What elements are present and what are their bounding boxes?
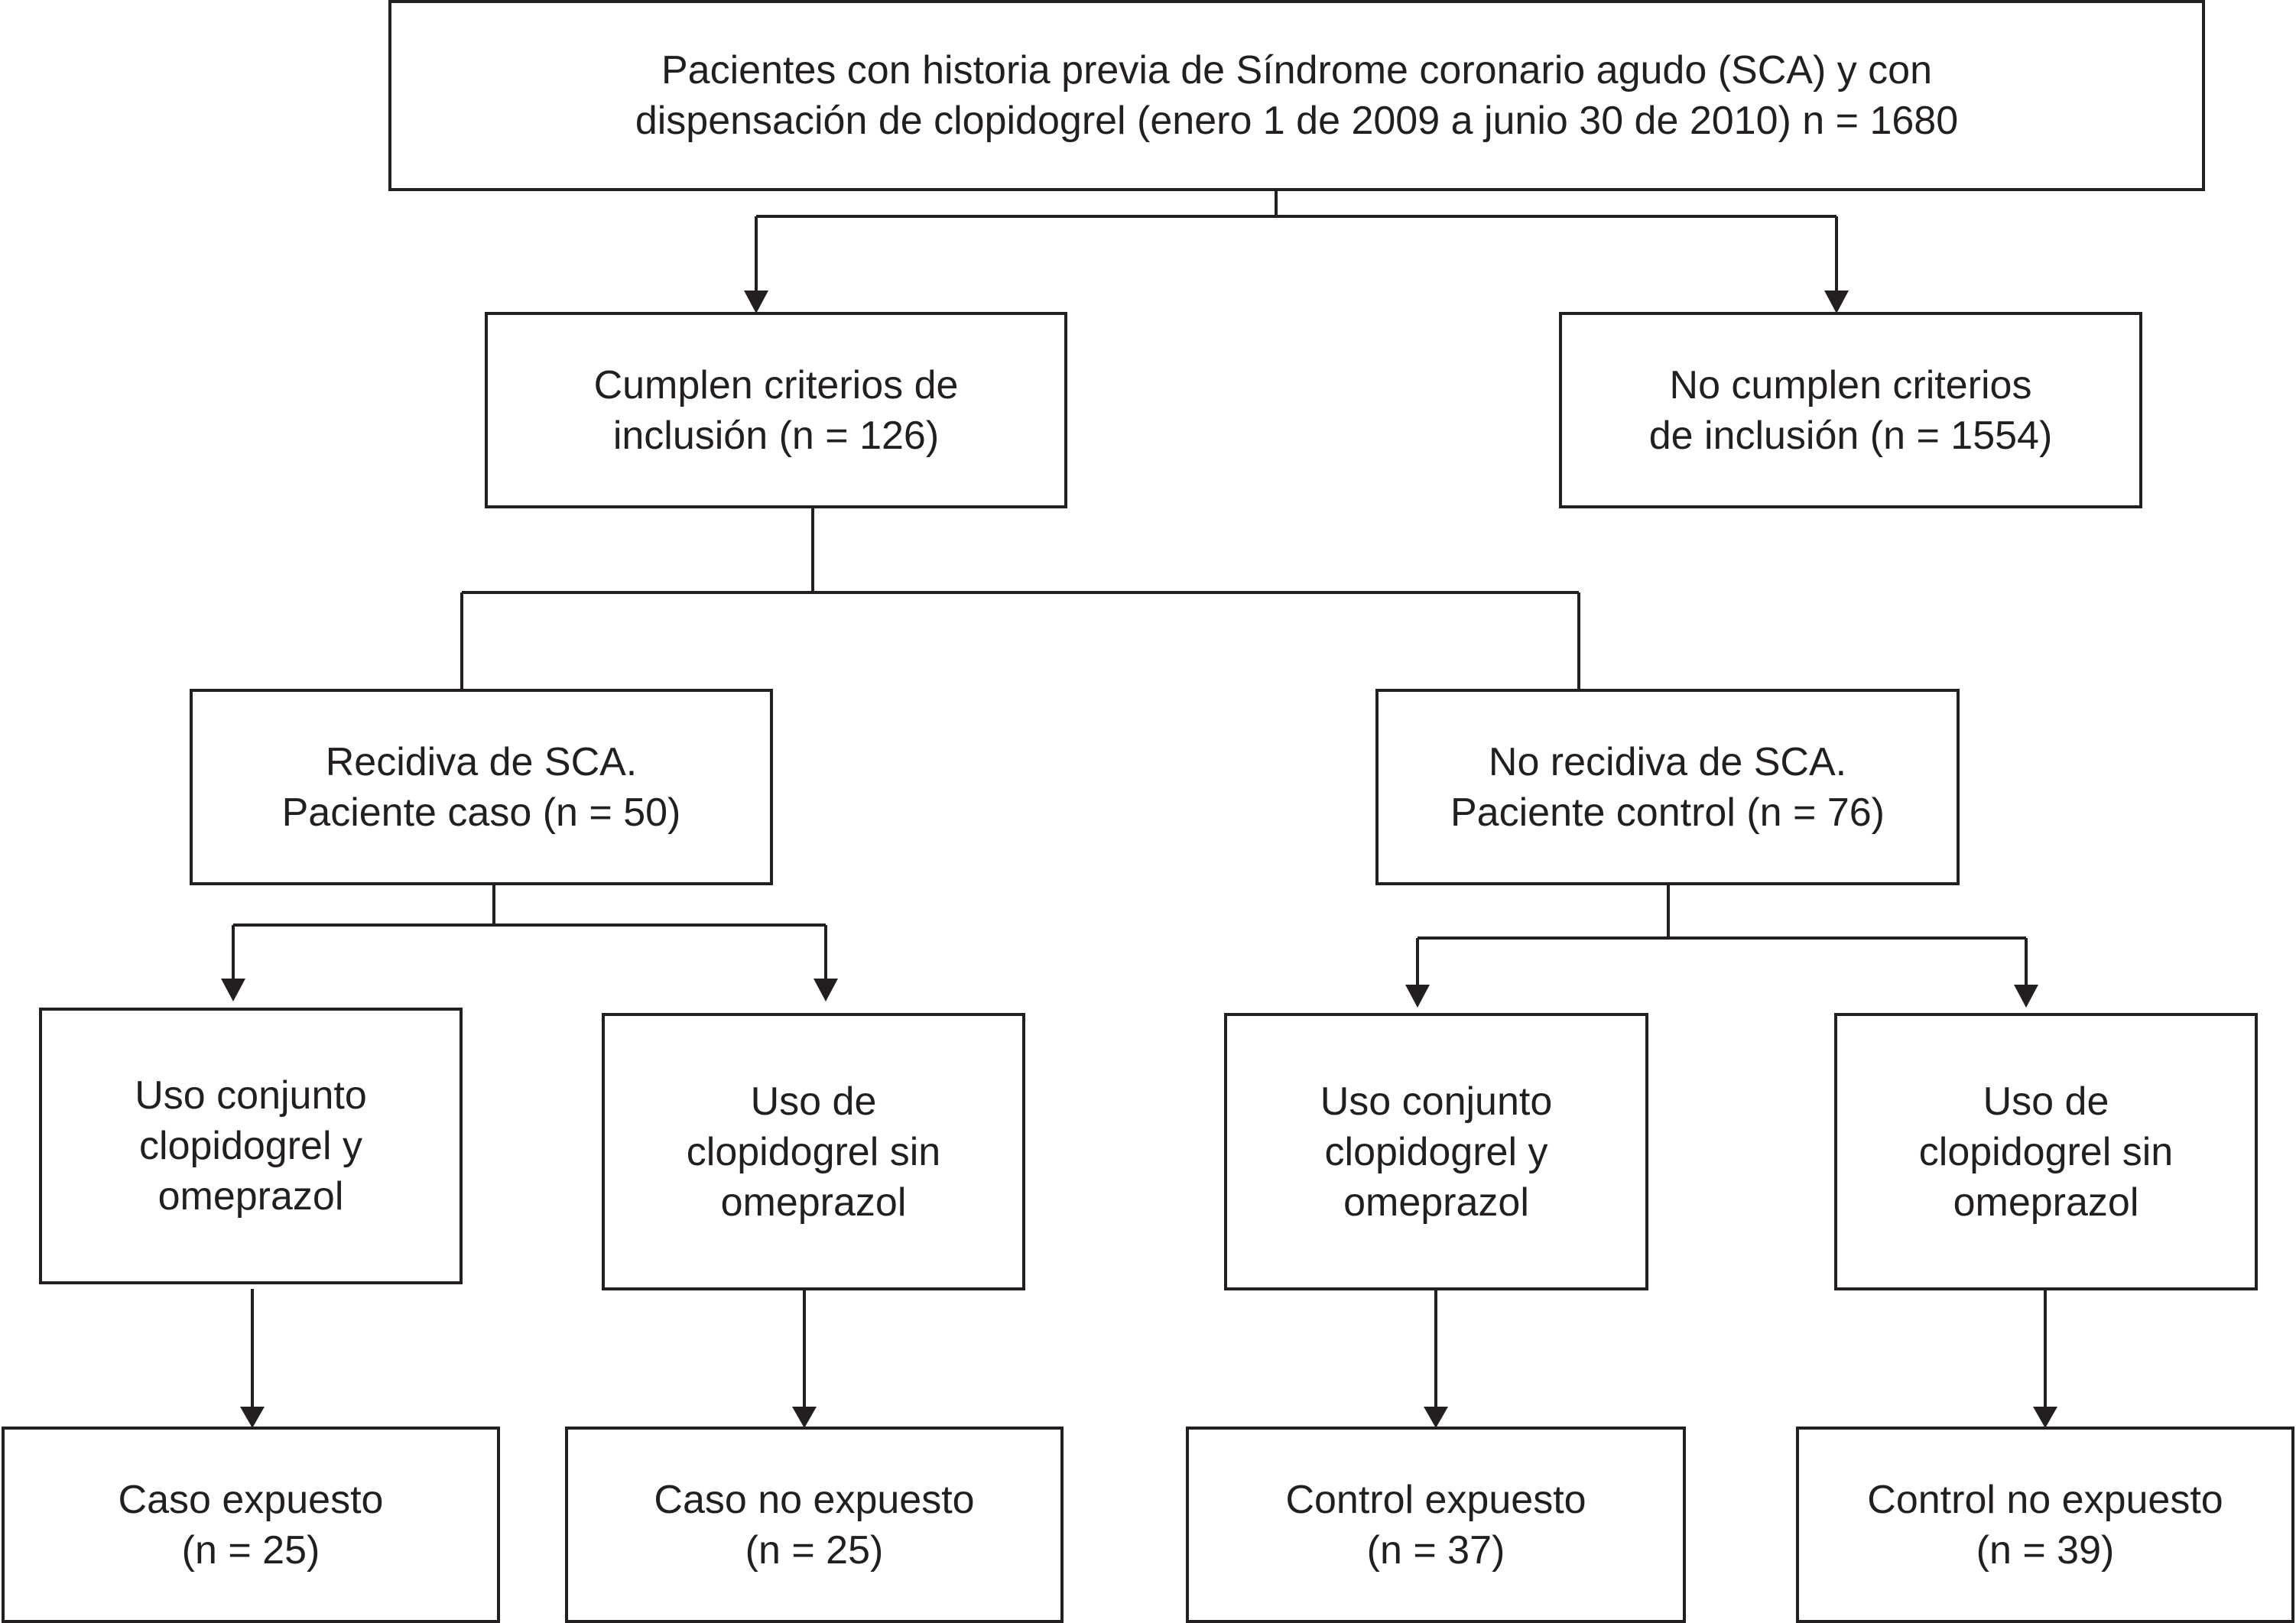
control-combined-line-3: omeprazol xyxy=(1343,1180,1529,1225)
arrowhead-case-alone xyxy=(814,979,838,1001)
control-combined-line-2: clopidogrel y xyxy=(1324,1129,1548,1174)
case-unexposed-line-1: Caso no expuesto xyxy=(654,1477,975,1522)
root-line-1: Pacientes con historia previa de Síndrom… xyxy=(661,48,1932,93)
arrowhead-case-combined xyxy=(221,979,245,1001)
control-combined-box: Uso conjunto clopidogrel y omeprazol xyxy=(1224,1013,1648,1290)
control-alone-line-1: Uso de xyxy=(1983,1079,2109,1124)
control-exposed-line-2: (n = 37) xyxy=(1366,1527,1505,1573)
arrowhead-case-exposed xyxy=(240,1407,265,1428)
arrowhead-control-alone xyxy=(2014,985,2038,1008)
case-alone-line-2: clopidogrel sin xyxy=(686,1129,941,1174)
arrowhead-included xyxy=(744,291,768,313)
control-alone-line-3: omeprazol xyxy=(1953,1180,2139,1225)
cases-box: Recidiva de SCA. Paciente caso (n = 50) xyxy=(190,689,773,885)
case-combined-box: Uso conjunto clopidogrel y omeprazol xyxy=(39,1008,463,1284)
control-unexposed-box: Control no expuesto (n = 39) xyxy=(1796,1427,2294,1623)
controls-box: No recidiva de SCA. Paciente control (n … xyxy=(1375,689,1960,885)
case-alone-line-3: omeprazol xyxy=(720,1180,907,1225)
excluded-line-1: No cumplen criterios xyxy=(1669,362,2032,407)
arrowhead-case-unexposed xyxy=(792,1407,817,1428)
cases-line-1: Recidiva de SCA. xyxy=(325,739,638,784)
included-line-1: Cumplen criterios de xyxy=(593,362,959,407)
case-unexposed-box: Caso no expuesto (n = 25) xyxy=(565,1427,1064,1623)
case-combined-line-2: clopidogrel y xyxy=(139,1124,362,1168)
arrowhead-control-unexposed xyxy=(2033,1407,2057,1428)
arrowhead-excluded xyxy=(1824,291,1849,313)
case-combined-line-3: omeprazol xyxy=(158,1174,344,1219)
case-unexposed-line-2: (n = 25) xyxy=(745,1527,884,1573)
case-exposed-box: Caso expuesto (n = 25) xyxy=(2,1427,500,1623)
root-line-2: dispensación de clopidogrel (enero 1 de … xyxy=(635,99,1959,143)
case-combined-line-1: Uso conjunto xyxy=(135,1073,367,1118)
control-unexposed-line-2: (n = 39) xyxy=(1976,1527,2115,1573)
cases-line-2: Paciente caso (n = 50) xyxy=(281,790,681,835)
control-alone-line-2: clopidogrel sin xyxy=(1918,1129,2174,1174)
control-exposed-box: Control expuesto (n = 37) xyxy=(1186,1427,1686,1623)
control-unexposed-line-1: Control no expuesto xyxy=(1867,1477,2223,1522)
controls-line-2: Paciente control (n = 76) xyxy=(1450,790,1885,835)
case-exposed-line-2: (n = 25) xyxy=(181,1527,320,1573)
control-exposed-line-1: Control expuesto xyxy=(1285,1477,1586,1522)
excluded-line-2: de inclusión (n = 1554) xyxy=(1648,413,2053,458)
root-box: Pacientes con historia previa de Síndrom… xyxy=(388,0,2205,191)
included-line-2: inclusión (n = 126) xyxy=(612,413,940,458)
case-alone-box: Uso de clopidogrel sin omeprazol xyxy=(602,1013,1025,1290)
case-alone-line-1: Uso de xyxy=(750,1079,877,1124)
control-combined-line-1: Uso conjunto xyxy=(1320,1079,1553,1124)
arrowhead-control-exposed xyxy=(1424,1407,1448,1428)
arrowhead-control-combined xyxy=(1405,985,1430,1008)
excluded-box: No cumplen criterios de inclusión (n = 1… xyxy=(1559,312,2142,508)
controls-line-1: No recidiva de SCA. xyxy=(1488,739,1847,784)
control-alone-box: Uso de clopidogrel sin omeprazol xyxy=(1834,1013,2258,1290)
included-box: Cumplen criterios de inclusión (n = 126) xyxy=(485,312,1067,508)
case-exposed-line-1: Caso expuesto xyxy=(118,1477,384,1522)
